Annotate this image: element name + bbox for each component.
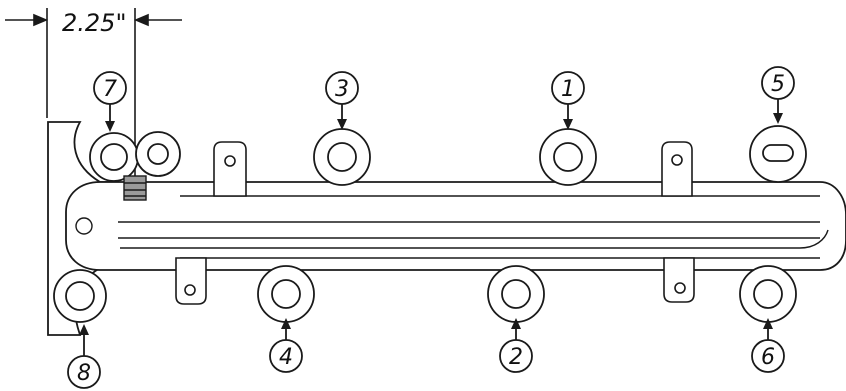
callouts: 7 3 1 5 8 4 2 6 [67, 66, 795, 389]
callout-circle [551, 71, 585, 105]
callout-arrowhead [337, 119, 347, 130]
callout-4: 4 [269, 318, 303, 373]
callout-circle [93, 71, 127, 105]
boss-8-hole [65, 281, 95, 311]
sensor-fitting-body [123, 175, 147, 201]
top-tab-right [661, 141, 693, 197]
callout-8: 8 [67, 324, 101, 389]
callout-arrowhead [511, 318, 521, 329]
boss-7b-hole [147, 143, 169, 165]
manifold-rail [65, 181, 846, 271]
top-tabs [213, 141, 693, 197]
bottom-tab-left [175, 257, 207, 305]
bottom-tab-left-hole [184, 284, 196, 296]
sensor-fitting [123, 175, 147, 201]
callout-3: 3 [325, 71, 359, 130]
callout-number: 3 [335, 77, 349, 102]
boss-7-hole [100, 143, 128, 171]
callout-6: 6 [751, 318, 785, 373]
bottom-tabs [175, 257, 695, 305]
callout-circle [499, 339, 533, 373]
callout-number: 8 [77, 361, 91, 386]
callout-circle [269, 339, 303, 373]
callout-2: 2 [499, 318, 533, 373]
boss-3-hole [327, 142, 357, 172]
boss-4-hole [271, 279, 301, 309]
callout-number: 7 [103, 77, 117, 102]
callout-number: 4 [279, 345, 293, 370]
callout-7: 7 [93, 71, 127, 132]
rail-edge-lower [120, 229, 829, 249]
callout-circle [761, 66, 795, 100]
callout-arrowhead [563, 119, 573, 130]
rail-end-hole [75, 217, 93, 235]
top-tab-left [213, 141, 247, 197]
top-tab-left-hole [224, 155, 236, 167]
top-bosses [89, 125, 807, 186]
callout-arrowhead [105, 121, 115, 132]
callout-arrowhead [281, 318, 291, 329]
rail-details [75, 195, 829, 259]
boss-5-slot [762, 144, 794, 162]
callout-arrowhead [763, 318, 773, 329]
boss-2-hole [501, 279, 531, 309]
dimension-arrowhead-left [33, 13, 49, 27]
dimension-label: 2.25" [62, 9, 126, 37]
top-tab-right-hole [671, 154, 683, 166]
callout-circle [67, 355, 101, 389]
callout-arrowhead [79, 324, 89, 335]
callout-arrowhead [773, 113, 783, 124]
boss-6-hole [753, 279, 783, 309]
callout-circle [325, 71, 359, 105]
callout-1: 1 [551, 71, 585, 130]
bottom-tab-right-hole [674, 282, 686, 294]
callout-5: 5 [761, 66, 795, 124]
bottom-tab-right [663, 257, 695, 303]
callout-number: 2 [509, 345, 523, 370]
boss-1-hole [553, 142, 583, 172]
callout-number: 1 [561, 77, 575, 102]
callout-number: 5 [771, 72, 785, 97]
callout-circle [751, 339, 785, 373]
dimension-arrowhead-right [133, 13, 149, 27]
callout-number: 6 [761, 345, 775, 370]
